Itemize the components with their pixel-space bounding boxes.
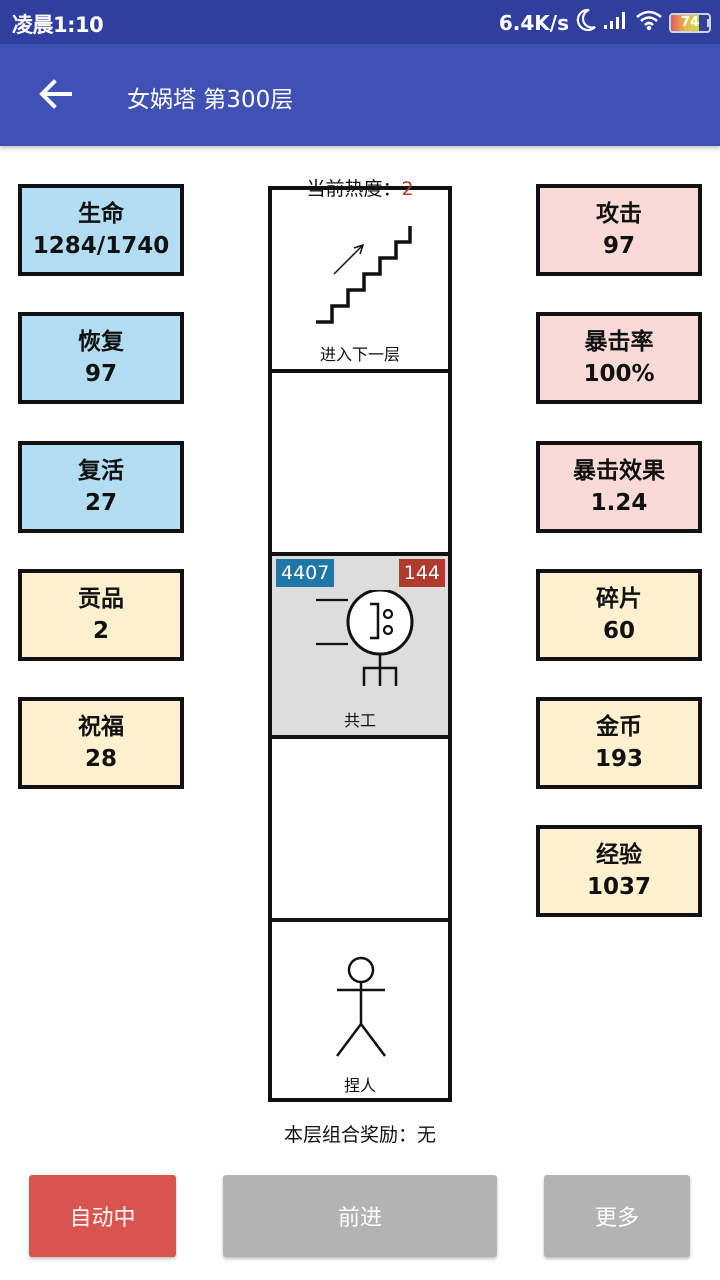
stat-regen: 恢复 97 (18, 312, 184, 404)
stat-value: 60 (602, 618, 635, 644)
stat-hp: 生命 1284/1740 (18, 184, 184, 276)
tower-cell-empty[interactable] (272, 739, 448, 922)
net-speed: 6.4K/s (498, 10, 569, 35)
tower: 进入下一层 4407 144 共工 (268, 186, 452, 1102)
moon-icon (575, 8, 597, 37)
heat-label: 当前热度： (306, 178, 402, 200)
stat-value: 28 (84, 746, 117, 772)
auto-button[interactable]: 自动中 (29, 1175, 176, 1257)
stat-value: 100% (583, 361, 655, 387)
monster-attack-badge: 144 (398, 559, 445, 587)
stat-label: 攻击 (596, 201, 642, 227)
stat-label: 生命 (78, 201, 124, 227)
tower-cell-monster[interactable]: 4407 144 共工 (272, 556, 448, 739)
tower-cell-stairs[interactable]: 进入下一层 (272, 190, 448, 373)
arrow-left-icon (37, 78, 73, 114)
back-button[interactable] (30, 74, 80, 118)
tower-cell-player[interactable]: 捏人 (272, 922, 448, 1098)
stat-label: 祝福 (78, 714, 124, 740)
stat-value: 1037 (586, 874, 651, 900)
stick-figure-icon (334, 956, 388, 1062)
battery-fill (671, 14, 700, 31)
stairs-up-icon (312, 224, 416, 332)
stat-attack: 攻击 97 (536, 184, 702, 276)
stat-label: 恢复 (78, 329, 124, 355)
stat-label: 贡品 (78, 586, 124, 612)
forward-button[interactable]: 前进 (223, 1175, 497, 1257)
battery-percent: 74 (680, 15, 700, 30)
stat-value: 1.24 (590, 490, 648, 516)
status-bar: 凌晨1:10 6.4K/s 74 (0, 0, 720, 44)
stat-value: 27 (84, 490, 117, 516)
status-time: 凌晨1:10 (12, 13, 104, 37)
stat-gold: 金币 193 (536, 697, 702, 789)
stat-label: 经验 (596, 842, 642, 868)
signal-icon (603, 10, 629, 35)
heat-indicator: 当前热度：2 (0, 174, 720, 201)
stat-value: 97 (84, 361, 117, 387)
stat-value: 1284/1740 (32, 233, 170, 259)
stat-value: 2 (92, 618, 109, 644)
more-button[interactable]: 更多 (544, 1175, 690, 1257)
stat-value: 193 (594, 746, 643, 772)
app-bar: 女娲塔 第300层 (0, 44, 720, 146)
stat-value: 97 (602, 233, 635, 259)
stat-label: 碎片 (596, 586, 642, 612)
tower-cell-label: 进入下一层 (319, 345, 400, 364)
tower-cell-label: 共工 (343, 711, 376, 730)
stat-label: 金币 (596, 714, 642, 740)
tower-cell-label: 捏人 (343, 1076, 376, 1095)
battery-icon: 74 (669, 12, 711, 33)
stat-blessing: 祝福 28 (18, 697, 184, 789)
status-icons: 6.4K/s 74 (498, 8, 711, 37)
battery-level: 74 (669, 12, 711, 33)
stat-crit-effect: 暴击效果 1.24 (536, 441, 702, 533)
page-title: 女娲塔 第300层 (127, 87, 294, 113)
monster-gonggong-icon (312, 588, 416, 694)
stat-revive: 复活 27 (18, 441, 184, 533)
stat-tribute: 贡品 2 (18, 569, 184, 661)
battery-nub (707, 18, 710, 27)
combo-reward: 本层组合奖励：无 (283, 1124, 436, 1146)
stat-label: 暴击效果 (573, 458, 665, 484)
stat-label: 暴击率 (584, 329, 654, 355)
stat-exp: 经验 1037 (536, 825, 702, 917)
stat-crit-rate: 暴击率 100% (536, 312, 702, 404)
stat-shards: 碎片 60 (536, 569, 702, 661)
stat-label: 复活 (78, 458, 124, 484)
monster-hp-badge: 4407 (276, 559, 335, 587)
heat-value: 2 (401, 178, 414, 200)
tower-cell-empty[interactable] (272, 373, 448, 556)
wifi-icon (635, 9, 663, 36)
